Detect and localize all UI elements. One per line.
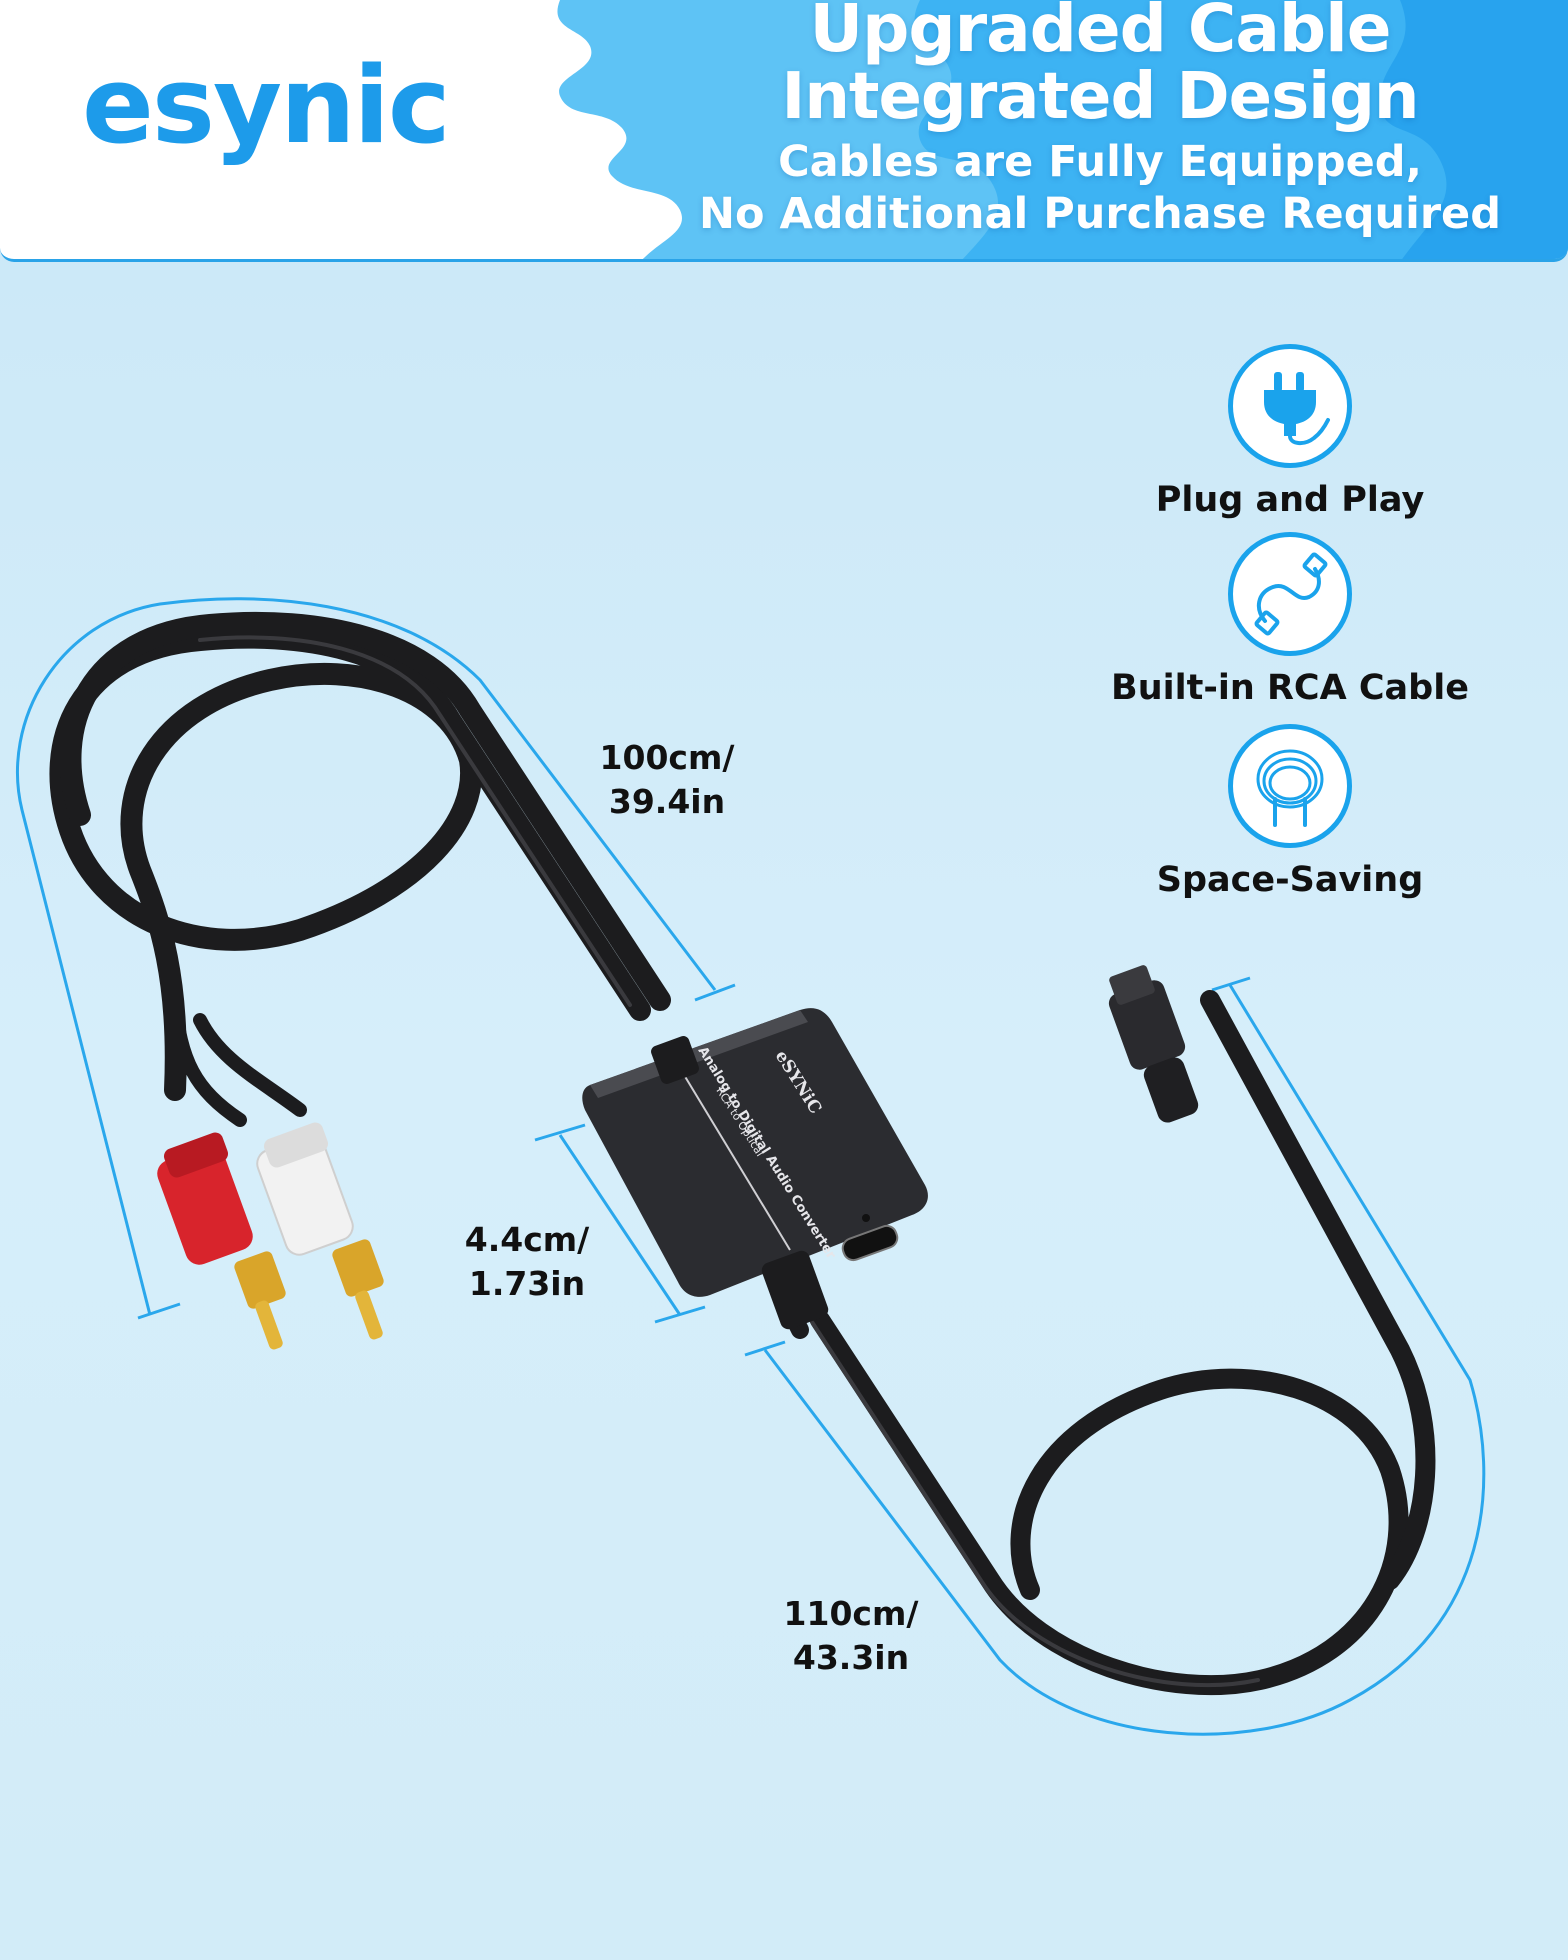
headline: Upgraded Cable Integrated Design Cables … <box>640 0 1560 240</box>
device-width-metric: 4.4cm/ <box>464 1220 590 1259</box>
plug-icon <box>1264 372 1330 445</box>
rca-length-imperial: 39.4in <box>608 782 726 821</box>
header-banner: esynic Upgraded Cable Integrated Design … <box>0 0 1568 262</box>
rca-end-tick <box>137 1302 181 1320</box>
rca-length-outline <box>16 597 717 1316</box>
feature-icon-circle <box>1228 344 1352 468</box>
device-width-label: 4.4cm/ 1.73in <box>452 1218 602 1306</box>
toslink-plug-top <box>1108 965 1199 1123</box>
headline-line-4: No Additional Purchase Required <box>699 189 1501 239</box>
header-splash <box>557 0 1568 259</box>
optical-length-outline <box>763 984 1486 1736</box>
feature-label: Plug and Play <box>1155 480 1425 520</box>
coiled-cable-icon <box>1256 749 1324 827</box>
headline-line-3: Cables are Fully Equipped, <box>778 137 1422 187</box>
optical-length-metric: 110cm/ <box>783 1594 919 1633</box>
feature-space-saving: Space-Saving <box>1070 724 1510 900</box>
brand-logo: esynic <box>82 44 451 167</box>
dimension-outlines <box>16 597 1486 1736</box>
feature-label: Space-Saving <box>1156 860 1424 900</box>
rca-plug-white <box>256 1122 384 1340</box>
converter-device: Analog to Digital Audio Converter RCA to… <box>582 1008 928 1330</box>
device-width-line <box>558 1134 682 1316</box>
optical-start-tick <box>1211 976 1251 992</box>
device-tick-a <box>534 1123 586 1142</box>
rca-plug-red <box>157 1132 286 1350</box>
optical-length-imperial: 43.3in <box>792 1638 910 1677</box>
feature-plug-and-play: Plug and Play <box>1070 344 1510 520</box>
feature-icon-circle <box>1228 532 1352 656</box>
headline-line-2: Integrated Design <box>781 60 1420 134</box>
rca-length-metric: 100cm/ <box>599 738 735 777</box>
optical-cable-length-label: 110cm/ 43.3in <box>776 1592 926 1680</box>
headline-line-1: Upgraded Cable <box>809 0 1392 67</box>
cable-icon <box>1254 552 1328 636</box>
feature-icon-circle <box>1228 724 1352 848</box>
rca-cable-length-label: 100cm/ 39.4in <box>592 736 742 824</box>
device-width-imperial: 1.73in <box>468 1264 586 1303</box>
rca-cable-coil <box>49 611 671 1127</box>
device-tick-b <box>654 1305 706 1324</box>
optical-end-tick <box>744 1340 786 1357</box>
feature-label: Built-in RCA Cable <box>1111 668 1469 708</box>
feature-built-in-rca-cable: Built-in RCA Cable <box>1070 532 1510 708</box>
rca-start-tick <box>694 983 736 1002</box>
